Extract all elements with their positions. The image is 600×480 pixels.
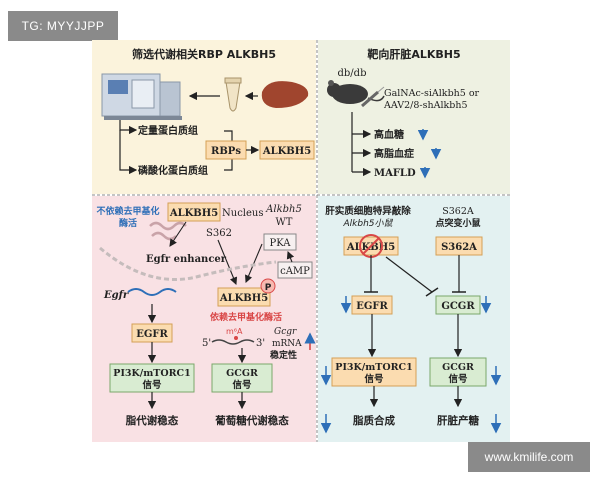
gcgr-c-line2: 信号 [232,379,252,391]
mrna-label: mRNA [272,339,302,349]
five-prime-label: 5' [202,338,211,349]
nucleus-membrane [99,246,277,281]
alkbh5-wt-line2: WT [276,217,293,228]
mouse-label: db/db [338,68,367,79]
signal-d-left-line2: 信号 [364,373,384,385]
box-gcgr-d-label: GCGR [441,301,475,312]
box-camp-label: cAMP [280,266,310,277]
panel-a-title: 筛选代谢相关RBP ALKBH5 [132,47,276,61]
signal-d-left-line1: PI3K/mTORC1 [335,362,412,373]
alkbh5-wt-line1: Alkbh5 [265,204,302,215]
m6a-label: m⁶A [226,327,243,336]
treatment-line1: GalNAc-siAlkbh5 or [384,88,480,99]
outcome-hyperglycemia: 高血糖 [374,128,404,141]
panel-c-bg [92,196,316,442]
label-phospho-proteome: 磷酸化蛋白质组 [138,164,208,177]
phospho-badge [260,278,276,294]
box-s362a-label: S362A [441,242,477,253]
box-signal-d-right [429,357,487,387]
panel-b-bg [318,40,510,194]
panel-d-title-left-1: 肝实质细胞特异敲除 [325,205,411,217]
box-alkbh5-a-label: ALKBH5 [262,146,311,157]
gcgr-c-line1: GCGR [226,368,258,379]
box-signal-c-left [109,363,195,393]
box-alkbh5-c-label: ALKBH5 [169,208,218,219]
egfr-gene-label: Egfr [103,290,129,301]
gcgr-mrna-strand [211,339,255,345]
box-alkbh5-p-label: ALKBH5 [219,293,268,304]
gcgr-gene-label: Gcgr [274,327,297,337]
box-rbps-label: RBPs [211,146,241,157]
watermark-top: TG: MYYJJPP [8,11,118,41]
panel-d-title-right-2: 点突变小鼠 [435,217,480,229]
panel-d-title-left-2: Alkbh5小鼠 [342,218,393,229]
three-prime-label: 3' [256,338,265,349]
signal-d-right-line2: 信号 [448,373,468,385]
outcome-mafld: MAFLD [374,168,416,179]
dependent-label: 依赖去甲基化酶活 [210,311,282,323]
independent-line1: 不依赖去甲基化 [96,205,159,217]
independent-line2: 酶活 [119,217,137,229]
outcome-c-right: 葡萄糖代谢稳态 [214,414,289,427]
stability-label: 稳定性 [270,349,297,361]
box-alkbh5-a [259,140,315,160]
outcome-d-right: 肝脏产糖 [437,414,479,427]
signal-d-right-line1: GCGR [442,362,474,373]
box-pka-label: PKA [269,238,291,249]
egfr-enhancer-label: Egfr enhancer [146,254,227,265]
signal-c-left-line2: 信号 [142,379,162,391]
box-egfr-d-label: EGFR [356,301,388,312]
outcome-c-left: 脂代谢稳态 [125,414,179,427]
tube-icon [224,77,242,112]
box-egfr-c-label: EGFR [136,329,168,340]
box-alkbh5-c [167,202,221,222]
outcome-hyperlipidemia: 高脂血症 [374,147,414,160]
signal-c-left-line1: PI3K/mTORC1 [113,368,190,379]
panel-d-title-right-1: S362A [442,206,474,217]
syringe-icon [361,86,385,108]
m6a-dot [234,336,238,340]
box-alkbh5-p [217,287,271,307]
outcome-d-left: 脂质合成 [352,414,395,427]
panel-d-bg [318,196,510,442]
phospho-badge-label: P [265,283,272,293]
box-camp [277,261,313,279]
knockout-slash [362,237,380,255]
nucleus-label: Nucleus [222,208,263,219]
egfr-dna-strand [127,288,177,296]
liver-icon [261,81,309,108]
mass-spectrometer-icon [101,73,182,120]
watermark-bottom: www.kmilife.com [468,442,590,472]
treatment-line2: AAV2/8-shAlkbh5 [383,100,468,111]
box-pka [263,233,297,251]
s362-label: S362 [206,228,232,239]
panel-b-title: 靶向肝脏ALKBH5 [367,47,460,61]
label-quant-proteome: 定量蛋白质组 [138,124,198,137]
mouse-icon [327,80,385,104]
box-gcgr-c [211,363,273,393]
